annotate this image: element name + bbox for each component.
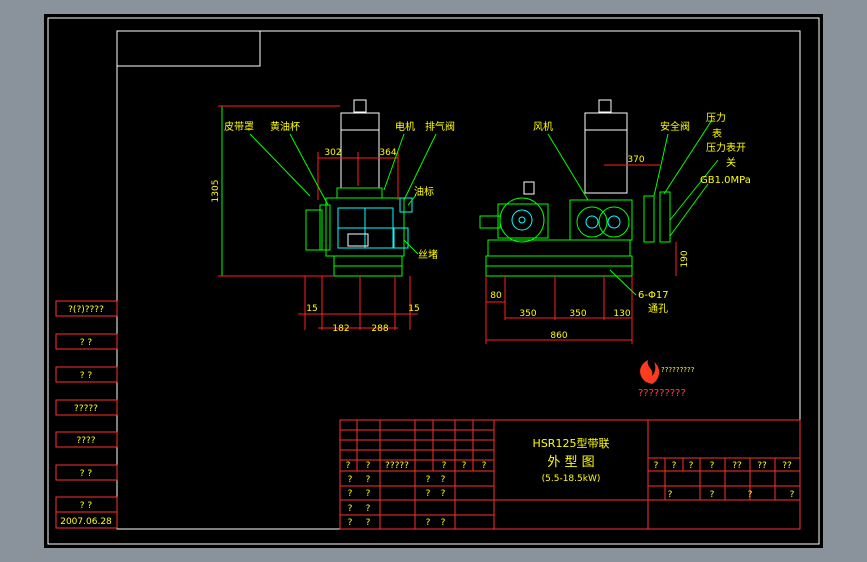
height-dimension: 1305 (211, 180, 221, 203)
dim-80: 80 (490, 291, 502, 301)
grid-cell: ? (348, 518, 353, 528)
dim-350-a: 350 (519, 309, 536, 319)
right-cell: ?? (757, 461, 767, 471)
title-block (339, 419, 801, 530)
grid-cell: ? (348, 475, 353, 485)
left-col-item: ?(?)???? (68, 305, 104, 315)
drawing-title: HSR125型带联 (533, 436, 610, 450)
label-oil-drain: 丝堵 (418, 248, 438, 261)
drawing-subtitle: 外 型 图 (547, 455, 594, 470)
logo-text: ????????? (661, 366, 695, 374)
right-cell: ? (654, 461, 659, 471)
right-cell: ? (672, 461, 677, 471)
label-gauge-switch-1: 压力表开 (706, 141, 746, 154)
label-motor: 电机 (395, 120, 415, 133)
left-col-item: ? ? (80, 501, 93, 511)
logo-subtext: ????????? (638, 388, 686, 399)
left-col-item: ? ? (80, 469, 93, 479)
right-cell: ? (748, 490, 753, 500)
label-fan: 风机 (533, 120, 553, 133)
right-cell: ? (668, 490, 673, 500)
header-cell: ? (462, 461, 467, 471)
left-column (55, 300, 118, 529)
label-belt-cover: 皮带罩 (224, 120, 254, 133)
header-cell: ????? (385, 461, 409, 471)
dim-350-b: 350 (569, 309, 586, 319)
grid-cell: ? (441, 518, 446, 528)
dim-364: 364 (379, 148, 396, 158)
dim-130: 130 (613, 309, 630, 319)
label-grease-cup: 黄油杯 (270, 120, 300, 133)
grid-cell: ? (366, 475, 371, 485)
label-pressure-gauge-2: 表 (712, 127, 722, 140)
label-exhaust: 排气阀 (425, 120, 455, 133)
power-range: (5.5-18.5kW) (542, 474, 601, 484)
dim-182: 182 (332, 324, 349, 334)
title-block-text: HSR125型带联 外 型 图 (5.5-18.5kW) ? ? ????? ?… (346, 436, 795, 528)
grid-cell: ? (441, 475, 446, 485)
right-cell: ? (710, 461, 715, 471)
dim-190: 190 (680, 250, 690, 267)
front-view: 370 190 80 350 350 130 860 风机 安全阀 压力 表 压… (479, 99, 751, 344)
label-gauge-spec: GB1.0MPa (700, 175, 751, 186)
right-cell: ? (710, 490, 715, 500)
dim-302: 302 (324, 148, 341, 158)
right-cell: ? (790, 490, 795, 500)
left-col-item: ? ? (80, 338, 93, 348)
top-left-box (116, 30, 261, 67)
label-safety-valve: 安全阀 (660, 120, 690, 133)
right-cell: ?? (782, 461, 792, 471)
right-cell: ?? (732, 461, 742, 471)
header-cell: ? (442, 461, 447, 471)
left-col-item: ????? (74, 404, 98, 414)
left-col-item: ???? (76, 436, 95, 446)
grid-cell: ? (426, 518, 431, 528)
dim-370: 370 (627, 155, 644, 165)
company-logo: ????????? ????????? (638, 360, 695, 399)
grid-cell: ? (366, 504, 371, 514)
left-col-item: ? ? (80, 371, 93, 381)
side-view: 1305 302 364 15 15 182 288 皮带罩 黄油杯 电机 排气… (211, 99, 455, 334)
grid-cell: ? (426, 475, 431, 485)
date-stamp: 2007.06.28 (60, 517, 112, 527)
header-cell: ? (482, 461, 487, 471)
flame-icon (640, 360, 660, 384)
label-pressure-gauge-1: 压力 (706, 111, 726, 124)
dim-288: 288 (371, 324, 388, 334)
dim-15-left: 15 (306, 304, 317, 314)
grid-cell: ? (348, 489, 353, 499)
label-bolt-holes-1: 6-Φ17 (638, 290, 669, 301)
motor-lifting-eye (353, 99, 367, 113)
right-cell: ? (689, 461, 694, 471)
dim-15-right: 15 (408, 304, 419, 314)
grid-cell: ? (366, 518, 371, 528)
grid-cell: ? (441, 489, 446, 499)
header-cell: ? (366, 461, 371, 471)
grid-cell: ? (366, 489, 371, 499)
outer-border (47, 17, 820, 545)
label-oil-mark: 油标 (414, 185, 434, 198)
label-gauge-switch-2: 关 (726, 156, 736, 169)
label-bolt-holes-2: 通孔 (648, 303, 668, 315)
grid-cell: ? (426, 489, 431, 499)
header-cell: ? (346, 461, 351, 471)
dim-860: 860 (550, 331, 567, 341)
grid-cell: ? (348, 504, 353, 514)
left-column-text: ?(?)???? ? ? ? ? ????? ???? ? ? ? ? 2007… (60, 305, 112, 527)
